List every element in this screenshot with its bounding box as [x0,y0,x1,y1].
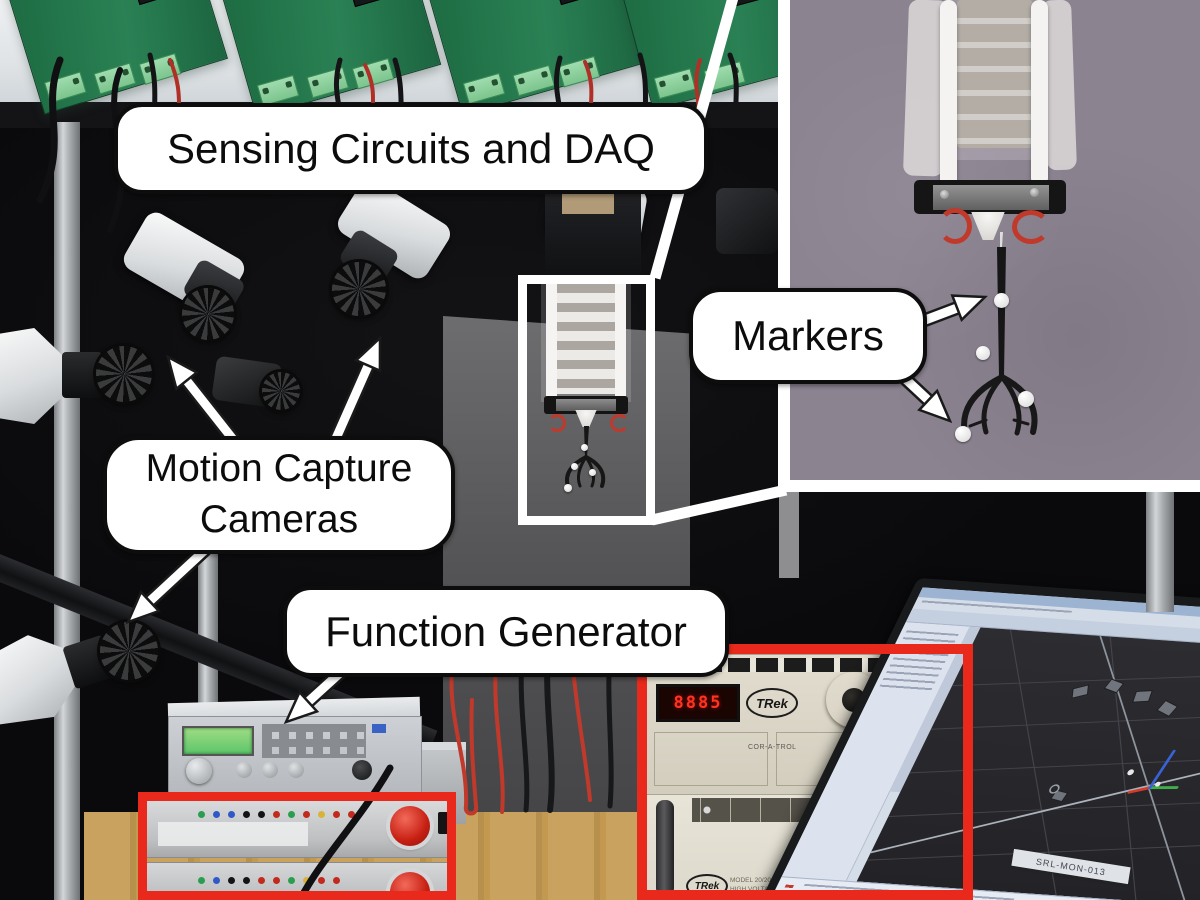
ic-chip [134,0,167,6]
fg-lcd [182,726,254,756]
amplifier-highlight-box-left [138,792,456,900]
terminal-block [462,72,506,105]
robot-highlight-box [518,275,655,525]
terminal-block [653,68,697,100]
viewport-3d [856,627,1200,900]
ic-chip [727,0,760,8]
ic-chip [556,0,588,6]
callout-markers: Markers [689,288,927,384]
led-display: 8885 [656,684,740,722]
monitor [714,578,1200,900]
callout-sensing-circuits: Sensing Circuits and DAQ [114,103,708,194]
rack-handle [656,800,674,896]
terminal-block [256,74,300,107]
led-display-value: 8885 [673,693,723,713]
mocap-camera [716,188,778,254]
trek-logo: TRek [746,688,798,718]
frame-rail [54,122,80,900]
estop-button [390,806,430,846]
power-switch [438,812,449,834]
callout-motion-capture-cameras: Motion Capture Cameras [103,436,455,554]
monitor-screen [741,587,1200,900]
terminal-block [43,71,87,104]
frame-rail [1146,492,1174,612]
ic-chip [350,0,382,8]
frame-rail [779,492,799,578]
amplifier-highlight-box-right [637,644,973,900]
callout-function-generator: Function Generator [283,586,729,677]
cor-a-trol-label: COR-A-TROL [748,744,797,751]
